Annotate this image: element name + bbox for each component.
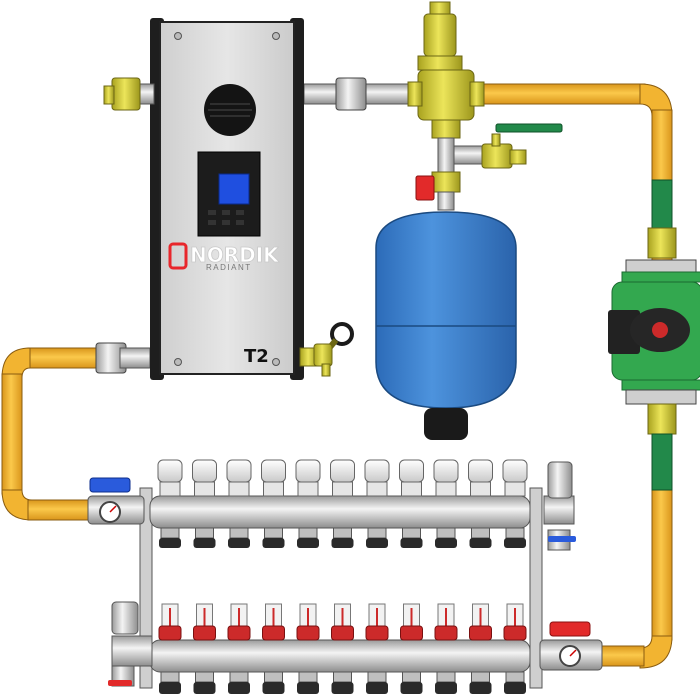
supply-ports	[157, 459, 528, 548]
return-flowmeter-port[interactable]	[193, 603, 216, 694]
tank-connection	[431, 137, 485, 211]
pressure-gauge-icon	[559, 645, 581, 667]
speaker-grille-lines	[208, 103, 252, 117]
return-flowmeter-port[interactable]	[469, 603, 492, 694]
pipe-elbow-bottom-right	[639, 635, 673, 669]
pump-speed-dial	[652, 322, 668, 338]
pipe-left-bottom	[27, 499, 89, 521]
boiler-badge-text: T2	[244, 346, 269, 367]
return-flowmeter-port[interactable]	[331, 603, 354, 694]
manifold-air-vent-left	[111, 601, 139, 635]
supply-valve-handle[interactable]	[89, 477, 131, 493]
boiler-screw-bl	[174, 358, 182, 366]
supply-actuator-port[interactable]	[295, 459, 321, 548]
return-flowmeter-port[interactable]	[434, 603, 458, 694]
boiler-badge: T2	[244, 346, 269, 367]
pump-motor	[608, 310, 640, 354]
boiler-sub-brand: RADIANT	[206, 263, 252, 272]
safety-valve-icon	[103, 77, 155, 111]
pressure-gauge-icon	[99, 501, 121, 523]
return-flowmeter-port[interactable]	[262, 603, 285, 694]
return-flowmeter-port[interactable]	[227, 603, 251, 694]
return-flowmeter-port[interactable]	[365, 603, 389, 694]
pipe-boiler-return	[119, 347, 151, 369]
boiler-screw-br	[272, 358, 280, 366]
supply-actuator-port[interactable]	[502, 459, 528, 548]
manifold-air-vent-right	[547, 461, 573, 499]
air-vent-icon	[407, 1, 485, 139]
return-flowmeter-port[interactable]	[296, 603, 320, 694]
supply-actuator-port[interactable]	[433, 459, 459, 548]
pipe-left-vertical	[1, 373, 23, 495]
return-flowmeter-port[interactable]	[400, 603, 423, 694]
boiler-screw-tl	[174, 32, 182, 40]
nordik-logo-icon	[168, 242, 188, 270]
manifold-vent-left-body	[111, 635, 153, 667]
tank-isolation-knob	[415, 175, 435, 201]
pipe-top-right	[469, 83, 646, 105]
return-flowmeter-port[interactable]	[503, 603, 527, 694]
pump-lower-isolation-valve	[651, 433, 673, 491]
supply-actuator-port[interactable]	[157, 459, 183, 548]
return-bar	[149, 639, 531, 673]
supply-actuator-port[interactable]	[364, 459, 390, 548]
supply-actuator-port[interactable]	[226, 459, 252, 548]
electric-boiler: NORDIK RADIANT T2	[150, 18, 304, 380]
return-valve-handle[interactable]	[549, 621, 591, 637]
ball-valve-icon	[481, 123, 563, 169]
return-flowmeter-port[interactable]	[158, 603, 182, 694]
nordik-logo: NORDIK RADIANT	[168, 242, 281, 272]
return-ports	[158, 603, 527, 694]
expansion-tank	[375, 211, 517, 440]
boiler-brand: NORDIK	[190, 243, 280, 267]
union-boiler-outlet	[335, 77, 367, 111]
circulator-pump	[608, 179, 700, 491]
piping	[1, 77, 673, 669]
pipe-left-top	[27, 347, 101, 369]
supply-actuator-port[interactable]	[192, 459, 217, 548]
supply-actuator-port[interactable]	[468, 459, 493, 548]
boiler-buttons	[208, 210, 244, 225]
boiler-display	[218, 173, 250, 205]
drain-valve-icon	[299, 322, 354, 377]
manifold-bracket-right	[529, 487, 543, 689]
supply-actuator-port[interactable]	[261, 459, 286, 548]
manifold-vent-right	[543, 495, 575, 525]
supply-bar	[149, 495, 531, 529]
supply-actuator-port[interactable]	[399, 459, 424, 548]
pump-upper-isolation-valve	[651, 179, 673, 231]
manifold-drain-handle-left[interactable]	[108, 680, 132, 686]
supply-actuator-port[interactable]	[330, 459, 355, 548]
pipe-bottom-return	[597, 645, 645, 667]
manifold	[87, 459, 603, 694]
manifold-drain-handle-right[interactable]	[548, 536, 576, 542]
boiler-screw-tr	[272, 32, 280, 40]
